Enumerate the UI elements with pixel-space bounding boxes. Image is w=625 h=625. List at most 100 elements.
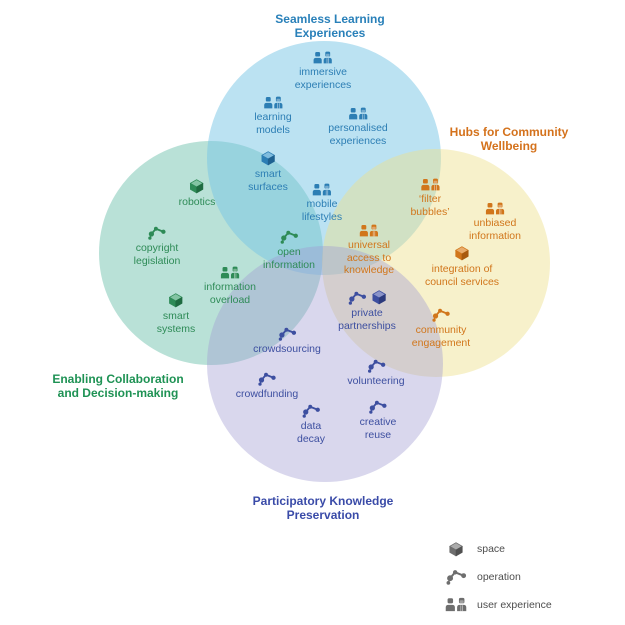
item-icons [454,244,470,261]
item-icons [168,291,184,308]
item-label: robotics [178,196,216,208]
legend-label: operation [477,570,521,583]
user-experience-icon [445,597,467,612]
item-crowdfunding: crowdfunding [236,369,298,401]
item-label: crowdsourcing [253,343,321,355]
item-icons [366,356,386,373]
item-icons [301,401,321,418]
space-icon [190,179,204,194]
user-experience-icon [359,224,379,237]
circle-learning [207,41,441,275]
item-icons [147,223,167,240]
item-label: crowdfunding [235,388,299,400]
operation-icon [302,404,320,418]
item-volunteering: volunteering [347,356,405,388]
item-icons [312,179,332,196]
item-icons [260,149,276,166]
operation-icon [348,291,366,305]
user-experience-icon [263,96,283,109]
user-experience-icon [420,178,440,191]
item-icons [220,262,240,279]
space-icon [372,290,386,305]
user-experience-icon [312,183,332,196]
item-label: volunteering [347,375,405,387]
item-icons [257,369,277,386]
user-experience-icon [348,107,368,120]
operation-icon [258,372,276,386]
operation-icon [148,226,166,240]
legend-label: user experience [477,598,552,611]
item-icons [359,220,379,237]
user-experience-icon [485,202,505,215]
item-icons [263,92,283,109]
operation-icon [432,308,450,322]
legend-row: space [444,540,552,557]
item-icons [277,324,297,341]
item-icons [485,198,505,215]
operation-icon [278,327,296,341]
item-icons [347,288,387,305]
operation-icon [280,230,298,244]
item-icons [368,397,388,414]
legend: space operation user experience [444,540,552,613]
space-icon [449,541,463,556]
item-icons [189,177,205,194]
item-robotics: robotics [178,177,216,209]
space-icon [261,151,275,166]
legend-row: operation [444,568,552,585]
legend-label: space [477,542,506,555]
legend-row: user experience [444,596,552,613]
circle-preservation [207,246,443,482]
item-icons [279,227,299,244]
item-icons [420,174,440,191]
item-icons [313,47,333,64]
operation-icon [367,359,385,373]
item-crowdsourcing: crowdsourcing [253,324,321,356]
space-icon [169,293,183,308]
space-icon [455,246,469,261]
item-icons [348,103,368,120]
operation-icon [369,400,387,414]
user-experience-icon [313,51,333,64]
user-experience-icon [220,266,240,279]
